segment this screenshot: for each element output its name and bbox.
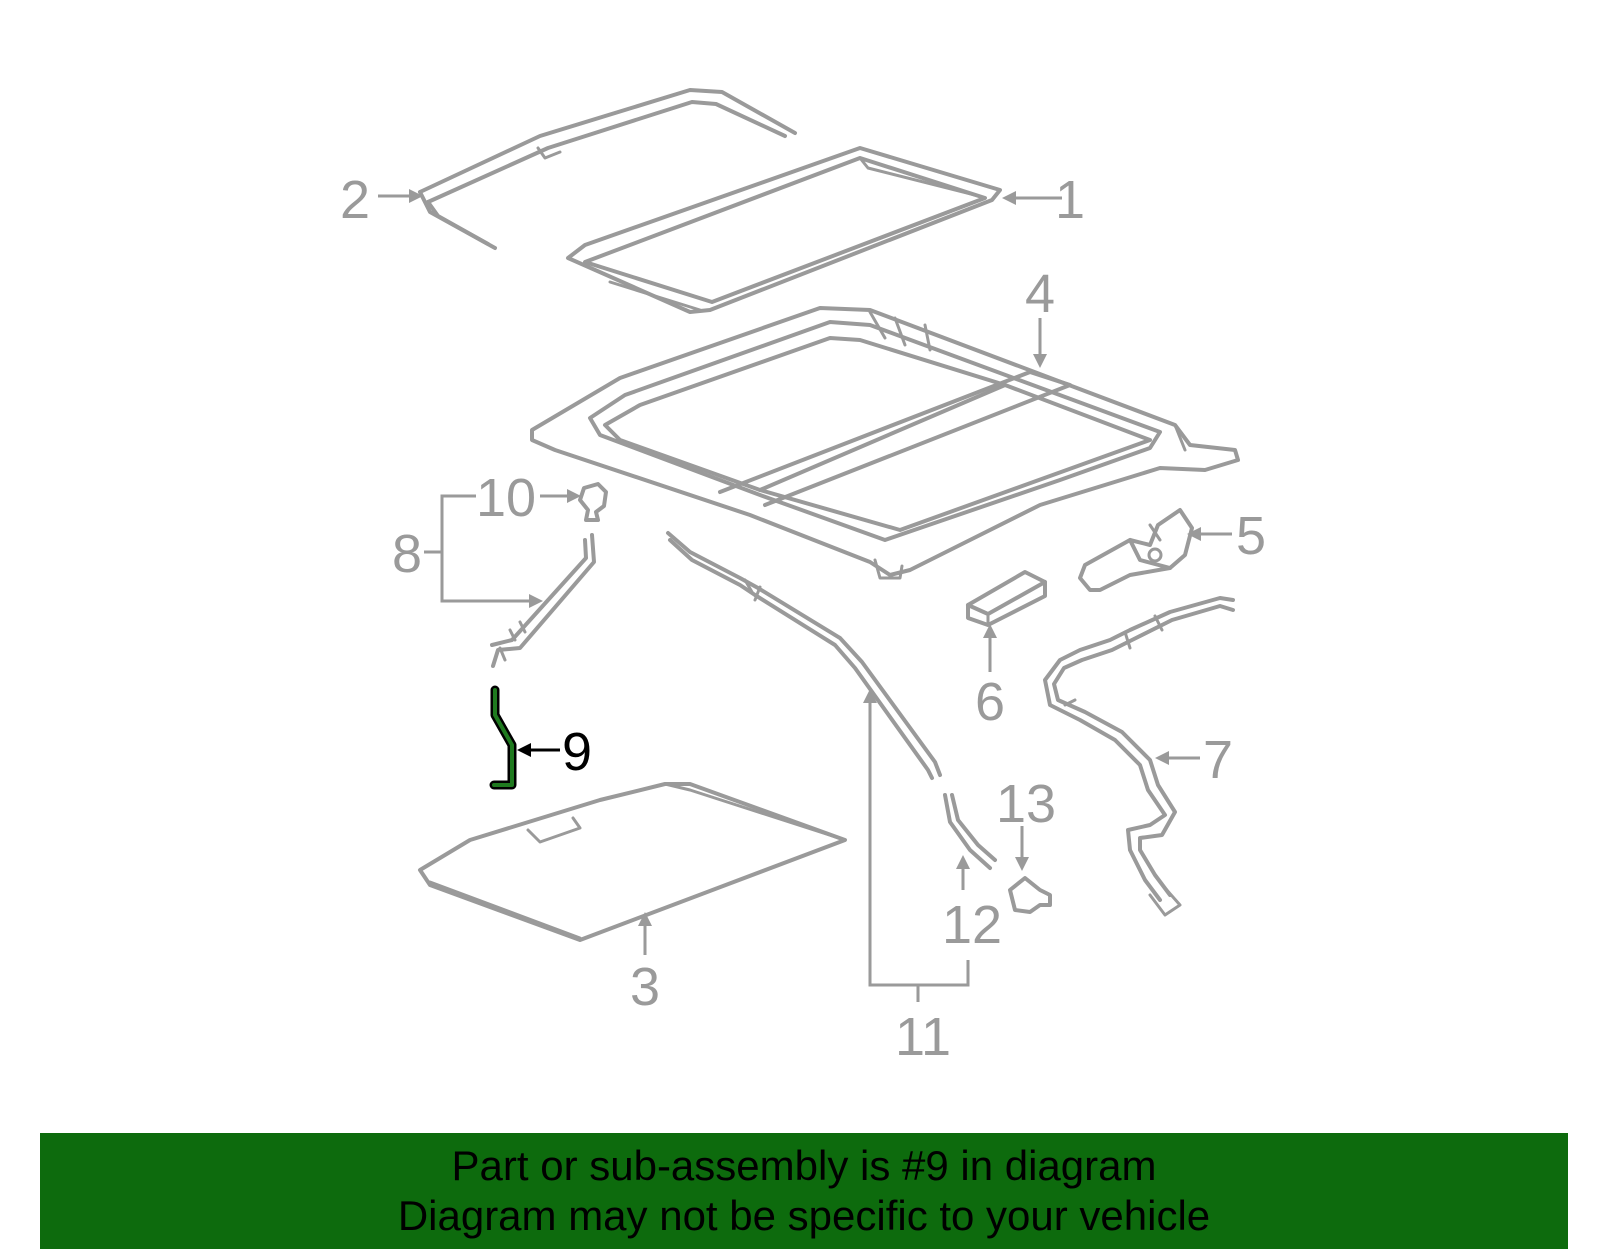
callout-7: 7 [1203,730,1233,790]
callout-2: 2 [340,170,370,230]
part-5-motor [1078,508,1194,592]
part-7-drive-cable [1043,596,1235,917]
callout-labels: 1 2 3 4 5 6 7 8 9 10 11 12 13 [340,170,1266,1067]
callout-3: 3 [630,957,660,1017]
part-1-glass-panel [566,146,1002,314]
banner-line-part: Part or sub-assembly is #9 in diagram [451,1142,1157,1189]
callout-1: 1 [1055,170,1085,230]
part-4-frame [530,306,1240,580]
callout-10: 10 [476,468,536,528]
part-2-deflector [418,88,797,250]
callout-6: 6 [975,672,1005,732]
part-8-drain-tube [490,533,596,668]
callout-4: 4 [1025,264,1055,324]
callout-12: 12 [942,895,1002,955]
callout-8: 8 [392,524,422,584]
callout-9: 9 [562,722,592,782]
leader-lines [378,189,1232,1002]
part-12-drain-end [943,793,997,870]
part-10-clip [578,482,608,522]
callout-11: 11 [895,1007,951,1067]
callout-13: 13 [996,774,1056,834]
part-3-sunshade [418,782,847,942]
part-13-grommet [1008,876,1052,914]
part-9-drain-hose [489,685,517,790]
part-6-module [966,570,1047,627]
banner-line-disclaimer: Diagram may not be specific to your vehi… [397,1192,1211,1239]
part-11-drain-tube [666,531,942,780]
callout-5: 5 [1236,506,1266,566]
part-info-banner: Part or sub-assembly is #9 in diagram Di… [40,1133,1568,1249]
